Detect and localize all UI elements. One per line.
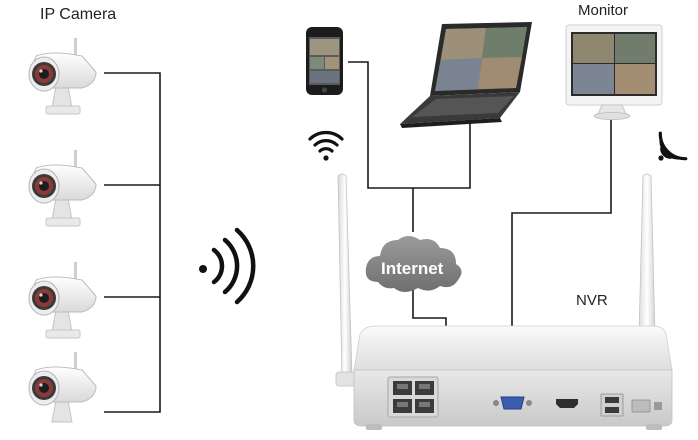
nvr-recorder-icon [353,325,673,430]
monitor-label: Monitor [578,2,629,19]
ip-camera-icon [28,352,97,423]
wifi-icon [199,227,256,305]
wifi-icon [658,131,688,161]
vga-port-icon [493,396,532,410]
internet-label: Internet [381,259,444,278]
camera-bus-line [104,72,161,413]
monitor-icon [565,24,663,120]
laptop-icon [400,22,532,128]
ip-camera-icon [28,262,97,339]
ip-camera-icon [28,38,97,115]
antenna-icon [335,173,357,387]
laptop-link [413,118,471,189]
hdmi-port-icon [556,399,578,408]
ethernet-port-icon [387,376,439,418]
wifi-icon [308,131,344,161]
ip-camera-label: IP Camera [40,6,117,23]
ip-camera-icon [28,150,97,227]
phone-link [348,61,413,189]
monitor-to-nvr-link [511,110,612,396]
usb-port-icon [600,393,624,417]
smartphone-icon [306,27,343,95]
nvr-label: NVR [576,292,608,309]
connection-lines [104,61,612,413]
cloud-icon [365,236,462,292]
